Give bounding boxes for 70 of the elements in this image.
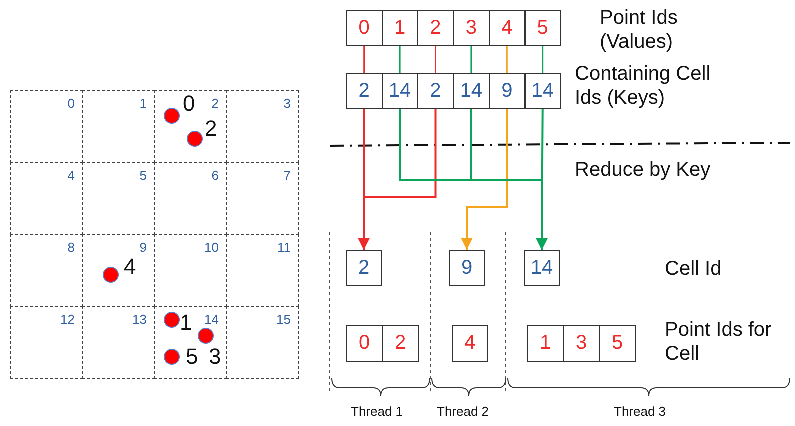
array-cell: 5 bbox=[599, 325, 636, 362]
cell-number: 0 bbox=[68, 96, 75, 111]
grid-cell bbox=[226, 306, 299, 379]
thread-label: Thread 3 bbox=[614, 404, 668, 420]
grid-cell bbox=[10, 306, 83, 379]
array-cell: 2 bbox=[382, 325, 419, 362]
thread-label: Thread 2 bbox=[437, 404, 490, 420]
array-cell: 5 bbox=[524, 10, 562, 46]
array-cell: 14 bbox=[524, 250, 560, 286]
grid-cell bbox=[226, 90, 299, 163]
array-cell: 2 bbox=[346, 250, 382, 286]
row-label: Containing Cell Ids (Keys) bbox=[575, 62, 712, 110]
point-number: 5 bbox=[186, 346, 198, 368]
point-number: 4 bbox=[124, 256, 136, 278]
point-dot bbox=[165, 350, 179, 364]
cell-number: 5 bbox=[140, 168, 147, 183]
array-cell: 2 bbox=[417, 73, 454, 109]
array-cell: 3 bbox=[563, 325, 600, 362]
cell-number: 1 bbox=[140, 96, 147, 111]
row-label: Point Ids (Values) bbox=[600, 6, 679, 54]
point-dot bbox=[188, 132, 202, 146]
cell-number: 4 bbox=[68, 168, 75, 183]
cell-number: 7 bbox=[284, 168, 291, 183]
point-number: 3 bbox=[209, 346, 222, 368]
array-cell: 9 bbox=[449, 250, 485, 286]
array-cell: 9 bbox=[488, 73, 526, 109]
cell-number: 9 bbox=[140, 240, 147, 255]
point-dot bbox=[165, 109, 179, 123]
cell-number: 12 bbox=[60, 312, 75, 327]
array-cell: 0 bbox=[346, 10, 383, 46]
row-label: Cell Id bbox=[665, 257, 723, 281]
thread-label: Thread 1 bbox=[351, 404, 404, 420]
arrow bbox=[536, 109, 548, 250]
point-number: 2 bbox=[205, 118, 218, 140]
row-label: Reduce by Key bbox=[575, 158, 712, 182]
cell-number: 10 bbox=[204, 240, 219, 255]
array-cell: 14 bbox=[524, 73, 562, 109]
array-cell: 4 bbox=[488, 10, 526, 46]
arrow bbox=[461, 109, 508, 250]
point-dot bbox=[199, 329, 213, 343]
cell-number: 6 bbox=[212, 168, 219, 183]
connector-line bbox=[506, 46, 508, 73]
connector-line bbox=[399, 46, 401, 73]
point-dot bbox=[104, 268, 118, 282]
connector-line bbox=[435, 46, 436, 73]
point-number: 1 bbox=[180, 312, 192, 334]
point-dot bbox=[165, 313, 179, 327]
cell-number: 15 bbox=[276, 312, 291, 327]
cell-number: 13 bbox=[132, 312, 147, 327]
array-cell: 1 bbox=[527, 325, 564, 362]
grid-cell bbox=[10, 90, 83, 163]
connector-line bbox=[470, 46, 472, 73]
array-cell: 2 bbox=[417, 10, 454, 46]
array-cell: 2 bbox=[346, 73, 383, 109]
connector-line bbox=[542, 46, 544, 73]
cell-number: 14 bbox=[204, 312, 219, 327]
arrow bbox=[358, 109, 437, 250]
point-number: 0 bbox=[183, 93, 196, 115]
connector-line bbox=[364, 46, 366, 73]
row-label: Point Ids for Cell bbox=[665, 318, 773, 366]
array-cell: 14 bbox=[453, 73, 490, 109]
cell-number: 11 bbox=[278, 240, 291, 255]
cell-number: 8 bbox=[68, 240, 75, 255]
cell-number: 3 bbox=[284, 96, 291, 111]
cell-number: 2 bbox=[212, 96, 219, 111]
array-cell: 0 bbox=[346, 325, 383, 362]
array-cell: 4 bbox=[452, 325, 488, 362]
array-cell: 14 bbox=[382, 73, 418, 109]
array-cell: 1 bbox=[382, 10, 418, 46]
array-cell: 3 bbox=[453, 10, 490, 46]
